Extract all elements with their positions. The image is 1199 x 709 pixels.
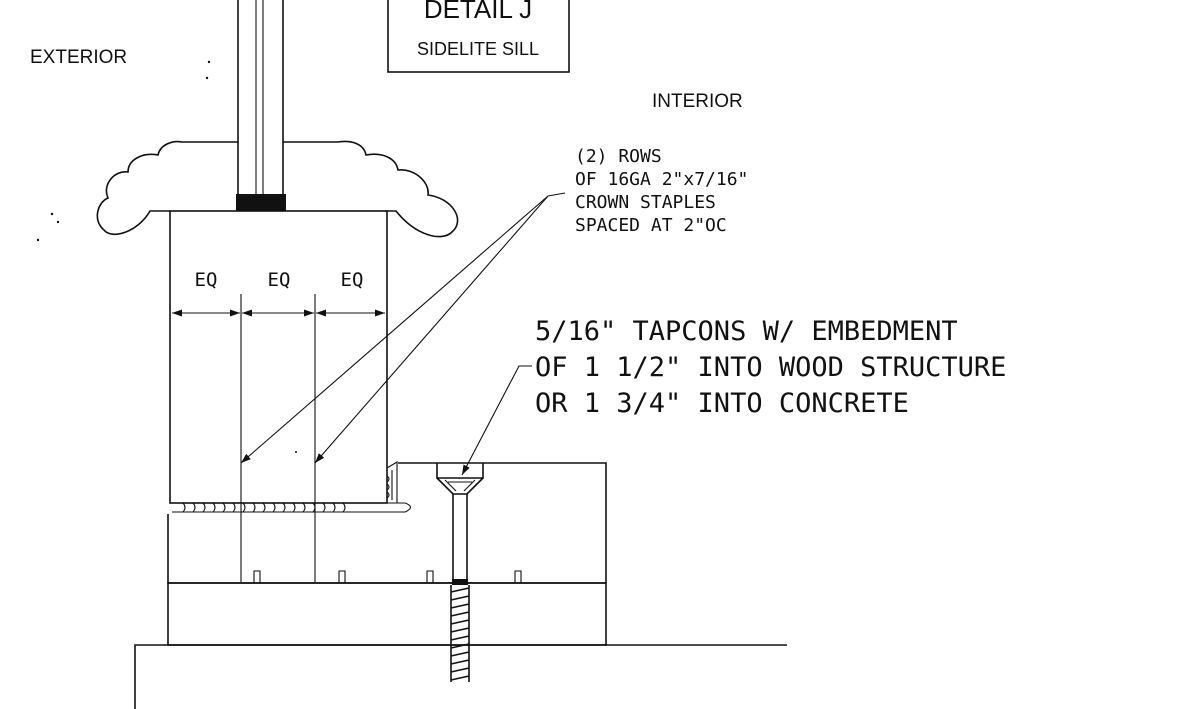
exterior-label: EXTERIOR [30, 47, 127, 68]
staple-note-line-2: OF 16GA 2"x7/16" [575, 169, 748, 190]
eq-dimension-lines [172, 294, 385, 320]
substrate-structure [134, 644, 787, 709]
setting-block [236, 194, 286, 211]
sill-block [169, 210, 388, 504]
eq-label-middle: EQ [268, 269, 291, 291]
staple-note-line-1: (2) ROWS [575, 146, 662, 167]
scan-specks [36, 60, 297, 453]
staple-leader-2 [314, 195, 549, 464]
glazing-bead-outline [96, 140, 459, 238]
detail-title-block: DETAIL J SIDELITE SILL [387, 0, 570, 73]
staple-leader-1 [240, 195, 549, 464]
tapcon-note-line-3: OR 1 3/4" INTO CONCRETE [535, 388, 909, 419]
tapcon-leader [461, 365, 532, 476]
staple-leader-lines [547, 192, 566, 197]
detail-subtitle: SIDELITE SILL [417, 39, 539, 59]
staple-note-line-3: CROWN STAPLES [575, 192, 716, 213]
tapcon-note-line-2: OF 1 1/2" INTO WOOD STRUCTURE [535, 352, 1006, 383]
detail-title: DETAIL J [424, 0, 532, 24]
title-box [387, 0, 570, 73]
weatherstrip [172, 461, 412, 513]
tapcon-note-line-1: 5/16" TAPCONS W/ EMBEDMENT [535, 316, 958, 347]
interior-label: INTERIOR [652, 91, 743, 112]
staple-note-line-4: SPACED AT 2"OC [575, 215, 727, 236]
tapcon-screw [436, 463, 484, 682]
glass-pane [237, 0, 284, 196]
base-block [167, 582, 607, 646]
eq-label-right: EQ [341, 269, 364, 291]
eq-label-left: EQ [195, 269, 218, 291]
